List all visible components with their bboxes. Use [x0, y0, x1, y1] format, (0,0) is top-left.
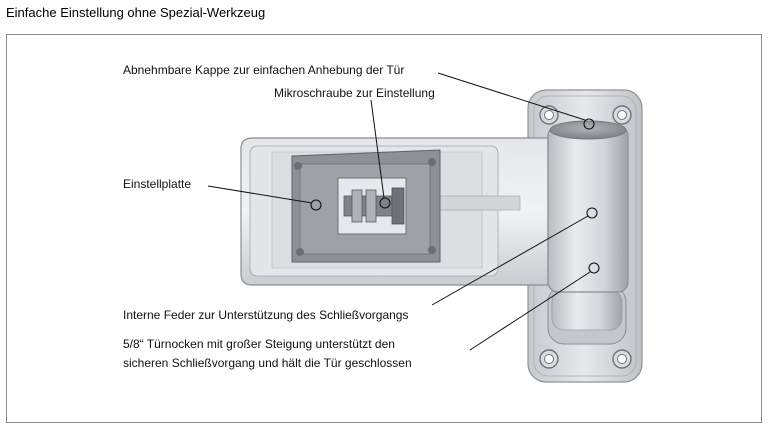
hinge-barrel — [547, 120, 629, 293]
callout-plate: Einstellplatte — [123, 177, 192, 191]
page-title: Einfache Einstellung ohne Spezial-Werkze… — [6, 5, 266, 20]
diagram-frame — [6, 34, 762, 423]
micro-screw — [337, 177, 407, 235]
screw-hole-icon — [539, 105, 632, 369]
callout-cam-line1: 5/8“ Türnocken mit großer Steigung unter… — [123, 337, 395, 351]
callout-marker-icon — [310, 118, 600, 274]
callout-cam-line2: sicheren Schließvorgang und hält die Tür… — [123, 356, 412, 370]
callout-cap: Abnehmbare Kappe zur einfachen Anhebung … — [123, 63, 405, 77]
leader-lines — [207, 72, 591, 351]
callout-spring: Interne Feder zur Unterstützung des Schl… — [123, 308, 409, 322]
door-cam — [547, 285, 627, 345]
callout-microscrew: Mikroschraube zur Einstellung — [274, 86, 435, 100]
